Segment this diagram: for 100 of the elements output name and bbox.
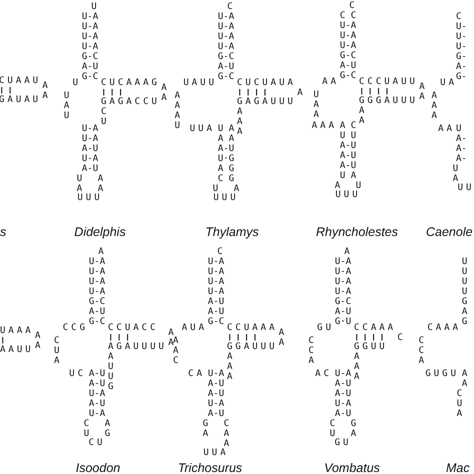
nucleotide-sequence: U A A bbox=[312, 90, 320, 120]
nucleotide-sequence: A bbox=[344, 247, 353, 257]
nucleotide-sequence: A bbox=[334, 181, 340, 191]
nucleotide-sequence: CUCAAAG bbox=[101, 78, 160, 88]
nucleotide-sequence: U A bbox=[452, 164, 458, 184]
base-paired-stem: U-A U-A A-U U-A A-U bbox=[80, 124, 100, 174]
nucleotide-sequence: UA bbox=[440, 78, 457, 88]
nucleotide-sequence: AUA bbox=[182, 323, 207, 333]
nucleotide-sequence: CA bbox=[188, 369, 205, 379]
nucleotide-sequence: C bbox=[396, 332, 404, 342]
base-paired-stem: C U- U- U- G- A- G- bbox=[456, 12, 468, 82]
nucleotide-sequence: GGUU bbox=[354, 342, 388, 352]
nucleotide-sequence: A A bbox=[278, 328, 286, 348]
nucleotide-sequence: CU bbox=[88, 438, 106, 448]
nucleotide-sequence: A A A bbox=[430, 91, 438, 121]
nucleotide-sequence: U U U U G A G bbox=[460, 257, 468, 327]
nucleotide-sequence: C bbox=[217, 247, 226, 257]
nucleotide-sequence: GAGAUUU bbox=[237, 97, 296, 107]
nucleotide-sequence: A A bbox=[41, 80, 49, 100]
species-name: s bbox=[0, 225, 6, 239]
nucleotide-sequence: GU bbox=[334, 438, 352, 448]
species-name: Thylamys bbox=[205, 225, 259, 239]
nucleotide-sequence: A A bbox=[167, 328, 174, 348]
nucleotide-sequence: U bbox=[72, 78, 81, 88]
nucleotide-sequence: CCUACC bbox=[108, 323, 159, 333]
base-paired-stem: U-A U-A U-A U-A G-C A-U G·U bbox=[334, 257, 352, 327]
nucleotide-sequence: C bbox=[349, 1, 358, 11]
nucleotide-sequence: C C A bbox=[307, 336, 315, 366]
nucleotide-sequence: AGAUUUU bbox=[108, 342, 167, 352]
nucleotide-sequence: AAUU bbox=[0, 345, 34, 355]
base-paired-stem: U-A A-U A-U U-A A-U bbox=[334, 369, 352, 419]
nucleotide-sequence: G A bbox=[350, 419, 358, 439]
nucleotide-sequence: C U bbox=[100, 107, 108, 127]
nucleotide-sequence: U bbox=[91, 2, 100, 12]
nucleotide-sequence: AAA bbox=[312, 121, 337, 131]
nucleotide-sequence: A A bbox=[34, 330, 42, 350]
nucleotide-sequence: A bbox=[98, 247, 107, 257]
nucleotide-sequence: U bbox=[212, 184, 218, 194]
base-paired-stem: U A- A- A- bbox=[456, 124, 468, 164]
nucleotide-sequence: C bbox=[227, 2, 236, 12]
nucleotide-sequence: UAUU bbox=[183, 78, 217, 88]
nucleotide-sequence: A A bbox=[98, 174, 104, 194]
nucleotide-sequence: A A A bbox=[352, 352, 360, 382]
species-name: Didelphis bbox=[74, 225, 126, 239]
nucleotide-sequence: A A bbox=[160, 82, 168, 102]
nucleotide-sequence: A A bbox=[358, 106, 366, 126]
base-paired-stem: U A A A A-U U·G A G C G bbox=[216, 124, 236, 184]
nucleotide-sequence: C U bbox=[328, 419, 336, 439]
species-name: Isoodon bbox=[76, 461, 120, 474]
nucleotide-sequence: GGAUUU bbox=[227, 342, 278, 352]
species-name: Caenole bbox=[426, 225, 473, 239]
nucleotide-sequence: AA bbox=[322, 77, 339, 87]
species-name: Trichosurus bbox=[178, 461, 242, 474]
nucleotide-sequence: GGGAUUU bbox=[359, 96, 418, 106]
nucleotide-sequence: AA bbox=[438, 124, 455, 134]
nucleotide-sequence: UUU bbox=[213, 193, 239, 203]
nucleotide-sequence: A A A bbox=[236, 107, 244, 137]
nucleotide-sequence: G A bbox=[202, 419, 210, 439]
nucleotide-sequence: CCAAA bbox=[354, 323, 396, 333]
nucleotide-sequence: UUU bbox=[77, 193, 103, 203]
nucleotide-sequence: C C A bbox=[418, 336, 426, 366]
base-paired-stem: C C U-A U-A U-A G-C A-U G-C bbox=[338, 11, 358, 81]
species-name: Rhyncholestes bbox=[316, 225, 398, 239]
nucleotide-sequence: UAAA bbox=[0, 326, 34, 336]
nucleotide-sequence: U A U bbox=[62, 91, 70, 121]
nucleotide-sequence: UC bbox=[69, 369, 86, 379]
nucleotide-sequence: UUU bbox=[335, 190, 361, 200]
nucleotide-sequence: GAGACCU bbox=[101, 97, 160, 107]
nucleotide-sequence: A bbox=[296, 88, 304, 98]
base-paired-stem: U-A U-A U-A U-A A-U A-U G-C bbox=[206, 257, 226, 327]
species-name: Mac bbox=[446, 461, 470, 474]
nucleotide-sequence: CCG bbox=[62, 323, 88, 333]
nucleotide-sequence: CUCUAUA bbox=[237, 78, 296, 88]
nucleotide-sequence: AC bbox=[315, 369, 332, 379]
base-paired-stem: U-A U-A U-A U-A G-C A-U G-C bbox=[216, 12, 236, 82]
nucleotide-sequence: GU bbox=[317, 323, 334, 333]
nucleotide-sequence: CCUAAA bbox=[227, 323, 278, 333]
nucleotide-sequence: C A A bbox=[224, 419, 230, 449]
species-name: Vombatus bbox=[324, 461, 380, 474]
nucleotide-sequence: UUA bbox=[203, 448, 229, 458]
nucleotide-sequence: CAAA bbox=[427, 323, 461, 333]
nucleotide-sequence: CCCUAUU bbox=[359, 77, 418, 87]
nucleotide-sequence: A A A bbox=[226, 352, 234, 382]
base-paired-stem: U-A U-A U-A U-A G-C A-U G-C bbox=[80, 12, 100, 82]
base-paired-stem: U-A A-U A-U U-A A-U bbox=[206, 369, 226, 419]
nucleotide-sequence: A A bbox=[418, 82, 426, 102]
nucleotide-sequence: A A A U bbox=[174, 91, 182, 131]
nucleotide-sequence: C U bbox=[82, 419, 90, 439]
nucleotide-sequence: UUA bbox=[190, 124, 215, 134]
nucleotide-sequence: A G bbox=[104, 419, 112, 439]
nucleotide-sequence: A A bbox=[462, 369, 468, 389]
nucleotide-sequence: U A bbox=[76, 174, 82, 194]
nucleotide-sequence: U bbox=[356, 181, 362, 191]
base-paired-stem: A C U U A-U A-U A-U U A bbox=[338, 121, 358, 181]
nucleotide-sequence: UU bbox=[458, 183, 474, 193]
nucleotide-sequence: C U A bbox=[53, 336, 60, 366]
nucleotide-sequence: GUGU bbox=[425, 369, 459, 379]
nucleotide-sequence: A bbox=[234, 184, 240, 194]
nucleotide-sequence: A U U G bbox=[106, 352, 114, 392]
nucleotide-sequence: A A C bbox=[173, 336, 180, 366]
